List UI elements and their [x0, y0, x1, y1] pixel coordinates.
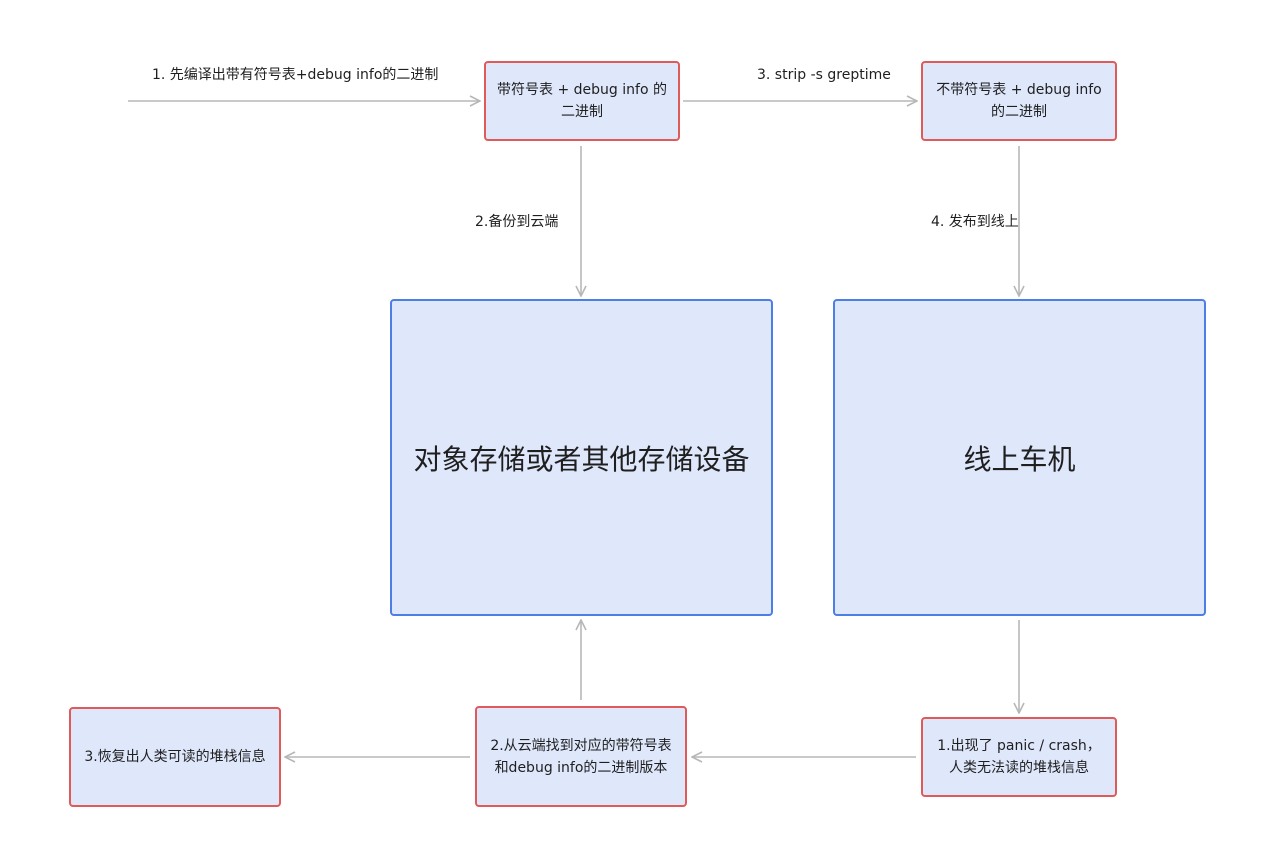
node-stripped-binary-label: 不带符号表 + debug info 的二进制 — [936, 82, 1102, 120]
node-debug-binary: 带符号表 + debug info 的二进制 — [484, 61, 680, 141]
node-recover-label: 3.恢复出人类可读的堆栈信息 — [84, 749, 266, 765]
edge-label-publish: 4. 发布到线上 — [931, 214, 1019, 230]
node-storage-label: 对象存储或者其他存储设备 — [413, 442, 750, 476]
node-debug-binary-label: 带符号表 + debug info 的二进制 — [497, 82, 667, 120]
node-find-cloud-label: 2.从云端找到对应的带符号表和debug info的二进制版本 — [490, 737, 672, 776]
edge-label-backup: 2.备份到云端 — [475, 214, 559, 230]
node-find-cloud: 2.从云端找到对应的带符号表和debug info的二进制版本 — [475, 706, 687, 807]
node-recover: 3.恢复出人类可读的堆栈信息 — [69, 707, 281, 807]
node-online: 线上车机 — [833, 299, 1206, 616]
edge-label-compile: 1. 先编译出带有符号表+debug info的二进制 — [152, 67, 439, 83]
node-storage: 对象存储或者其他存储设备 — [390, 299, 773, 616]
node-panic: 1.出现了 panic / crash，人类无法读的堆栈信息 — [921, 717, 1117, 797]
edge-label-strip: 3. strip -s greptime — [757, 67, 891, 83]
node-stripped-binary: 不带符号表 + debug info 的二进制 — [921, 61, 1117, 141]
node-panic-label: 1.出现了 panic / crash，人类无法读的堆栈信息 — [937, 738, 1101, 776]
node-online-label: 线上车机 — [963, 442, 1076, 476]
